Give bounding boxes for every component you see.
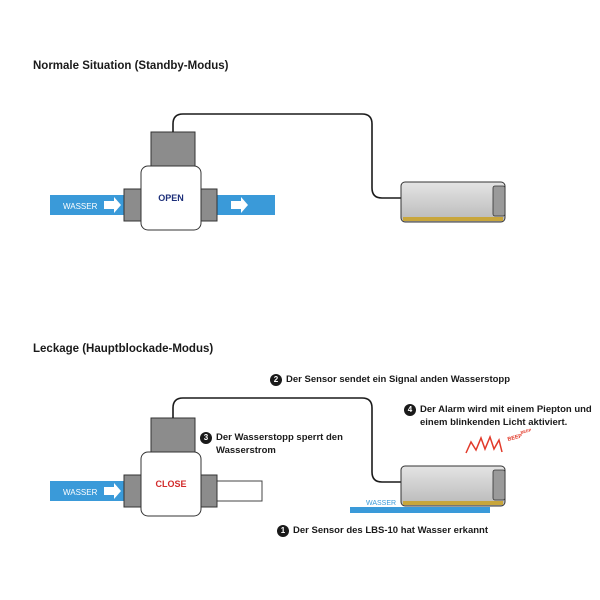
leak-sensor-device-alarm (400, 465, 506, 507)
step-3-annotation: 3 Der Wasserstopp sperrt den Wasserstrom (200, 431, 343, 457)
valve-actuator (150, 131, 196, 171)
inlet-water-pipe-leak (50, 481, 125, 501)
step-1-annotation: 1 Der Sensor des LBS-10 hat Wasser erkann… (277, 524, 488, 537)
step-3-badge: 3 (200, 432, 212, 444)
signal-cable-leak (172, 397, 401, 483)
valve-state-label: OPEN (158, 193, 184, 203)
step-2-badge: 2 (270, 374, 282, 386)
water-label: WASSER (63, 202, 98, 211)
step-1-text: Der Sensor des LBS-10 hat Wasser erkannt (293, 525, 488, 536)
alarm-burst-icon (465, 434, 503, 454)
valve-actuator-leak (150, 417, 196, 457)
step-4-text-line2: einem blinkenden Licht aktiviert. (420, 417, 568, 428)
step-2-text: Der Sensor sendet ein Signal anden Wasse… (286, 374, 511, 385)
beep-label: BEEP (507, 433, 523, 443)
leak-water-label: WASSER (366, 500, 396, 507)
step-3-text-line1: Der Wasserstopp sperrt den (216, 432, 343, 443)
leak-water-puddle (350, 507, 490, 513)
flow-arrow-out-icon (231, 197, 248, 213)
valve-body (140, 165, 202, 231)
empty-outlet-pipe (214, 480, 263, 502)
normal-section-title: Normale Situation (Standby-Modus) (33, 60, 229, 72)
flow-arrow-blocked-icon (104, 483, 121, 499)
inlet-water-pipe (50, 195, 125, 215)
water-label-leak: WASSER (63, 488, 98, 497)
signal-cable (172, 113, 401, 199)
normal-system: WASSER OPEN (50, 113, 506, 231)
step-4-annotation: 4 Der Alarm wird mit einem Piepton und ei… (404, 403, 592, 429)
step-3-text-line2: Wasserstrom (216, 445, 276, 456)
step-1-badge: 1 (277, 525, 289, 537)
step-2-annotation: 2 Der Sensor sendet ein Signal anden Wass… (270, 373, 510, 386)
leak-system: WASSER CLOSE WASSER BEEP BEEP (50, 397, 532, 517)
beep-label-small: BEEP (520, 427, 532, 435)
leak-sensor-device (400, 181, 506, 223)
valve-state-label-leak: CLOSE (155, 479, 186, 489)
leak-section-title: Leckage (Hauptblockade-Modus) (33, 343, 214, 355)
flow-arrow-in-icon (104, 197, 121, 213)
valve-body-leak (140, 451, 202, 517)
step-4-badge: 4 (404, 404, 416, 416)
step-4-text-line1: Der Alarm wird mit einem Piepton und (420, 404, 592, 415)
